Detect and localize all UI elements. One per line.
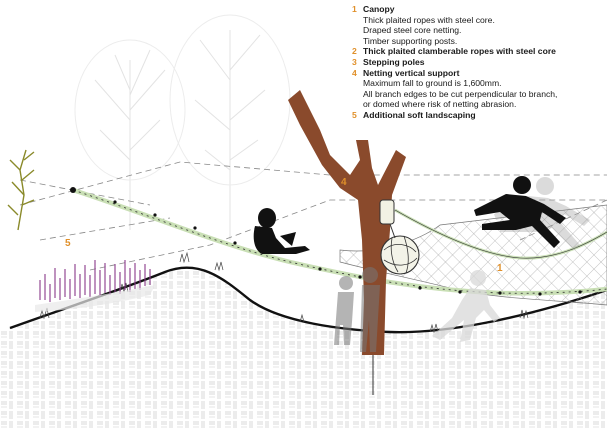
callout-grass: 5 [65, 238, 71, 249]
background-trees [74, 14, 291, 240]
grass-base [35, 285, 155, 312]
legend-number: 1 [352, 4, 357, 14]
legend-line: Draped steel core netting. [363, 25, 462, 36]
clamberable-rope-outline [72, 189, 607, 294]
legend-number: 3 [352, 56, 357, 67]
ghost-figures [334, 267, 380, 352]
net-edge-rope-outline [394, 209, 607, 259]
legend-line: or domed where risk of netting abrasion. [363, 99, 517, 110]
legend-title: Stepping poles [363, 56, 425, 67]
legend-item-1: 1 Canopy Thick plaited ropes with steel … [352, 4, 604, 46]
purple-grass [39, 260, 151, 302]
legend-line: Thick plaited ropes with steel core. [363, 14, 495, 25]
legend-number: 4 [352, 67, 357, 78]
legend-title: Canopy [363, 4, 395, 14]
legend-item-3: 3 Stepping poles [352, 57, 604, 68]
sapling [7, 149, 35, 231]
legend-title: Netting vertical support [363, 67, 460, 78]
legend-item-2: 2 Thick plaited clamberable ropes with s… [352, 46, 604, 57]
net-support-bundle [379, 199, 420, 275]
legend-line: Maximum fall to ground is 1,600mm. [363, 78, 502, 89]
legend-number: 5 [352, 109, 357, 120]
callout-net: 1 [497, 263, 503, 274]
sitting-figure [253, 208, 310, 254]
legend-item-4: 4 Netting vertical support Maximum fall … [352, 68, 604, 110]
legend: 1 Canopy Thick plaited ropes with steel … [352, 4, 604, 121]
ground-section [0, 267, 607, 428]
legend-number: 2 [352, 46, 357, 57]
legend-line: All branch edges to be cut perpendicular… [363, 88, 558, 99]
legend-title: Thick plaited clamberable ropes with ste… [363, 46, 556, 57]
jumping-figure [474, 176, 566, 248]
callout-tree: 4 [341, 177, 347, 188]
rope-knots [70, 187, 582, 296]
legend-title: Additional soft landscaping [363, 109, 476, 120]
legend-line: Timber supporting posts. [363, 35, 458, 46]
legend-item-5: 5 Additional soft landscaping [352, 110, 604, 121]
ghost-runner [432, 270, 500, 342]
